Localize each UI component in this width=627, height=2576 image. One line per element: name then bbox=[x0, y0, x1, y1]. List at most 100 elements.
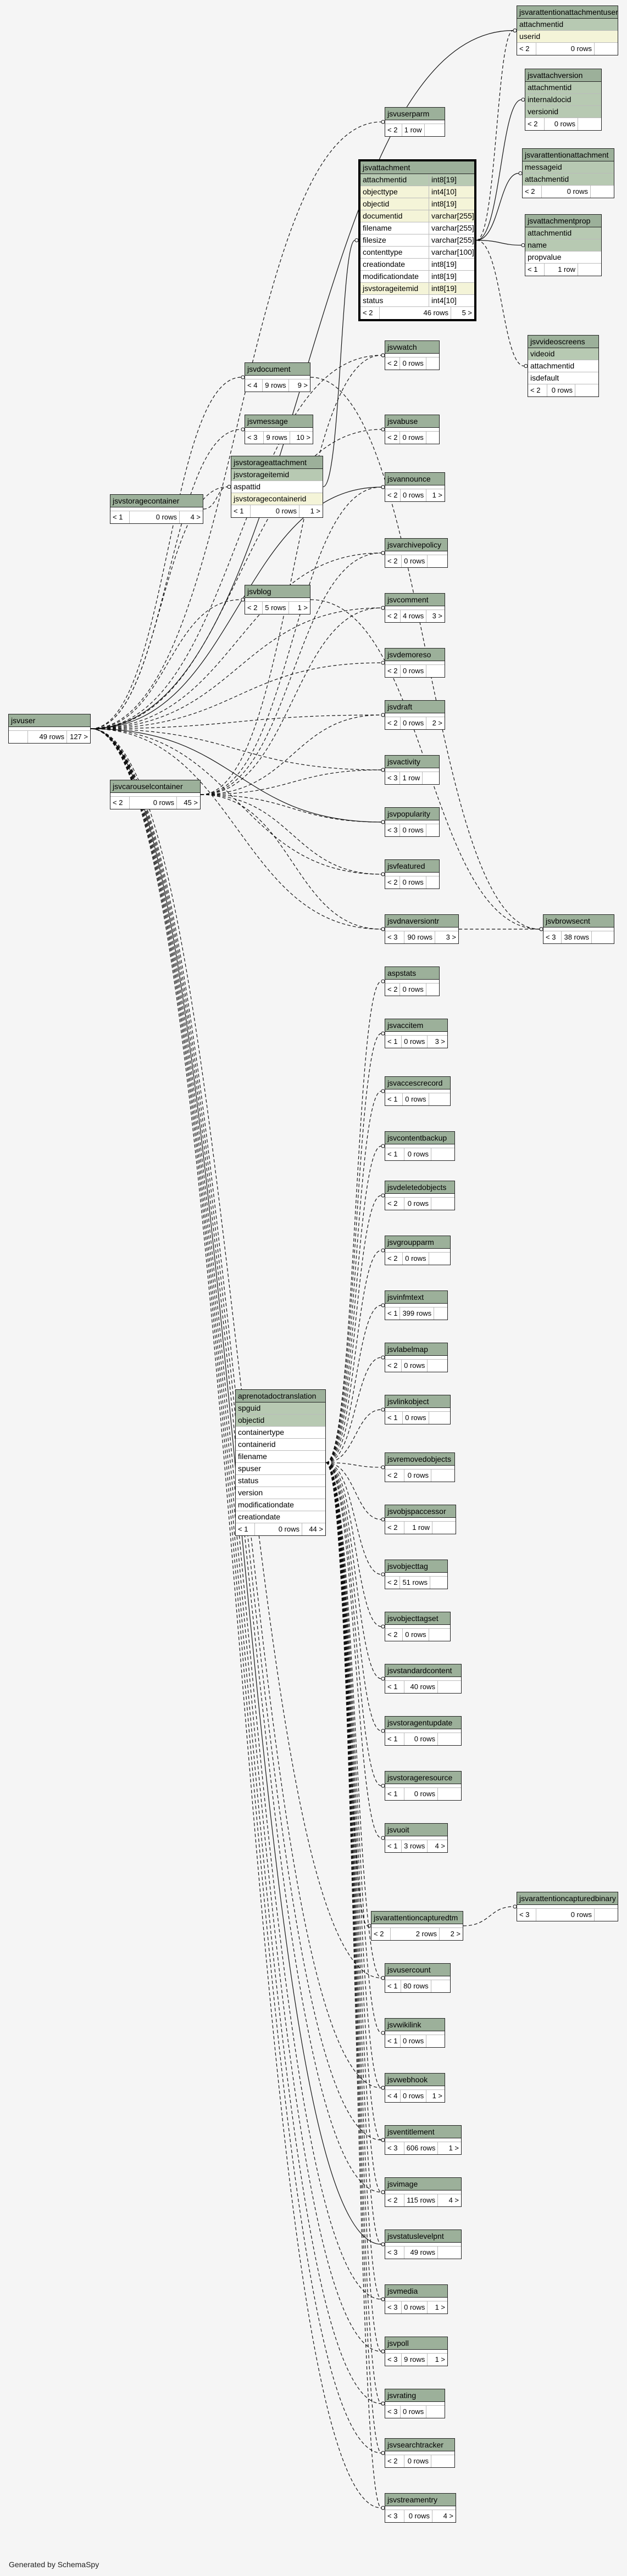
table-title[interactable]: jsvabuse bbox=[385, 415, 439, 428]
table-title[interactable]: jsvuserparm bbox=[385, 108, 445, 120]
parents-count[interactable]: < 3 bbox=[517, 1909, 536, 1921]
table-title[interactable]: jsvlinkobject bbox=[385, 1395, 450, 1408]
table-title[interactable]: jsventitlement bbox=[385, 2126, 461, 2138]
table-title[interactable]: jsvstoragentupdate bbox=[385, 1717, 461, 1729]
table-title[interactable]: jsvimage bbox=[385, 2178, 461, 2191]
parents-count[interactable]: < 1 bbox=[385, 1093, 403, 1105]
children-count[interactable]: 2 > bbox=[432, 719, 442, 727]
table-title[interactable]: jsvusercount bbox=[385, 1964, 450, 1976]
children-count[interactable]: 4 > bbox=[443, 2512, 453, 2520]
table-title[interactable]: jsvlabelmap bbox=[385, 1343, 447, 1356]
parents-count[interactable]: < 3 bbox=[385, 931, 404, 943]
parents-count[interactable]: < 3 bbox=[385, 2354, 402, 2366]
children-count[interactable]: 10 > bbox=[296, 433, 310, 442]
parents-count[interactable]: < 4 bbox=[385, 2090, 401, 2102]
table-title[interactable]: jsvpopularity bbox=[385, 808, 439, 820]
table-title[interactable]: jsvmedia bbox=[385, 2285, 447, 2298]
parents-count[interactable]: < 3 bbox=[385, 824, 401, 836]
table-title[interactable]: jsvstorageresource bbox=[385, 1772, 461, 1784]
table-title[interactable]: jsvvideoscreens bbox=[528, 336, 598, 348]
parents-count[interactable]: < 3 bbox=[385, 2142, 404, 2154]
children-count[interactable]: 4 > bbox=[190, 513, 201, 521]
table-title[interactable]: jsvaccescrecord bbox=[385, 1077, 450, 1089]
parents-count[interactable]: < 2 bbox=[385, 1360, 402, 1372]
table-title[interactable]: jsvbrowsecnt bbox=[543, 915, 614, 927]
parents-count[interactable]: < 1 bbox=[385, 1733, 404, 1745]
table-title[interactable]: jsvcomment bbox=[385, 594, 445, 606]
table-title[interactable]: jsvwebhook bbox=[385, 2074, 445, 2086]
parents-count[interactable]: < 1 bbox=[385, 1788, 404, 1800]
parents-count[interactable]: < 2 bbox=[385, 1469, 404, 1482]
table-title[interactable]: aprenotadoctranslation bbox=[236, 1390, 325, 1402]
parents-count[interactable]: < 1 bbox=[385, 1840, 402, 1852]
parents-count[interactable]: < 1 bbox=[385, 1681, 404, 1693]
table-title[interactable]: jsvarattentioncapturedbinary bbox=[517, 1892, 618, 1905]
parents-count[interactable]: < 1 bbox=[385, 1980, 402, 1992]
children-count[interactable]: 45 > bbox=[184, 798, 198, 807]
parents-count[interactable]: < 1 bbox=[385, 1148, 404, 1160]
table-title[interactable]: jsvdocument bbox=[245, 363, 310, 376]
parents-count[interactable]: < 2 bbox=[385, 717, 401, 729]
table-title[interactable]: jsvdraft bbox=[385, 701, 445, 713]
parents-count[interactable]: < 1 bbox=[385, 2035, 401, 2047]
table-title[interactable]: jsvobjecttagset bbox=[385, 1612, 450, 1625]
table-title[interactable]: jsvstatuslevelpnt bbox=[385, 2230, 461, 2243]
table-title[interactable]: jsvblog bbox=[245, 585, 310, 598]
children-count[interactable]: 3 > bbox=[435, 1037, 445, 1046]
parents-count[interactable]: < 2 bbox=[385, 2455, 404, 2467]
parents-count[interactable]: < 2 bbox=[371, 1928, 391, 1940]
parents-count[interactable]: < 2 bbox=[385, 1253, 403, 1265]
table-title[interactable]: jsvpoll bbox=[385, 2337, 447, 2350]
table-title[interactable]: jsvuoit bbox=[385, 1824, 447, 1836]
parents-count[interactable]: < 2 bbox=[385, 665, 401, 677]
children-count[interactable]: 2 > bbox=[450, 1930, 460, 1938]
table-title[interactable]: jsvactivity bbox=[385, 756, 439, 768]
table-title[interactable]: jsvcarouselcontainer bbox=[110, 780, 200, 793]
parents-count[interactable]: < 2 bbox=[385, 1629, 403, 1641]
table-title[interactable]: jsvmessage bbox=[245, 415, 313, 428]
parents-count[interactable]: < 1 bbox=[236, 1523, 255, 1535]
parents-count[interactable]: < 3 bbox=[385, 2247, 404, 2259]
parents-count[interactable]: < 2 bbox=[385, 1522, 404, 1534]
table-title[interactable]: jsvarattentionattachmentusers bbox=[517, 6, 618, 19]
children-count[interactable]: 1 > bbox=[432, 491, 442, 499]
children-count[interactable]: 1 > bbox=[432, 2092, 442, 2100]
table-title[interactable]: jsvobjecttag bbox=[385, 1560, 447, 1573]
parents-count[interactable]: < 3 bbox=[385, 2510, 404, 2522]
parents-count[interactable]: < 2 bbox=[517, 43, 536, 55]
table-title[interactable]: jsvstorageattachment bbox=[231, 456, 323, 469]
table-title[interactable]: jsvattachversion bbox=[525, 69, 601, 82]
table-title[interactable]: jsvdnaversiontr bbox=[385, 915, 458, 927]
table-title[interactable]: jsvremovedobjects bbox=[385, 1453, 454, 1466]
parents-count[interactable]: < 2 bbox=[245, 602, 263, 614]
